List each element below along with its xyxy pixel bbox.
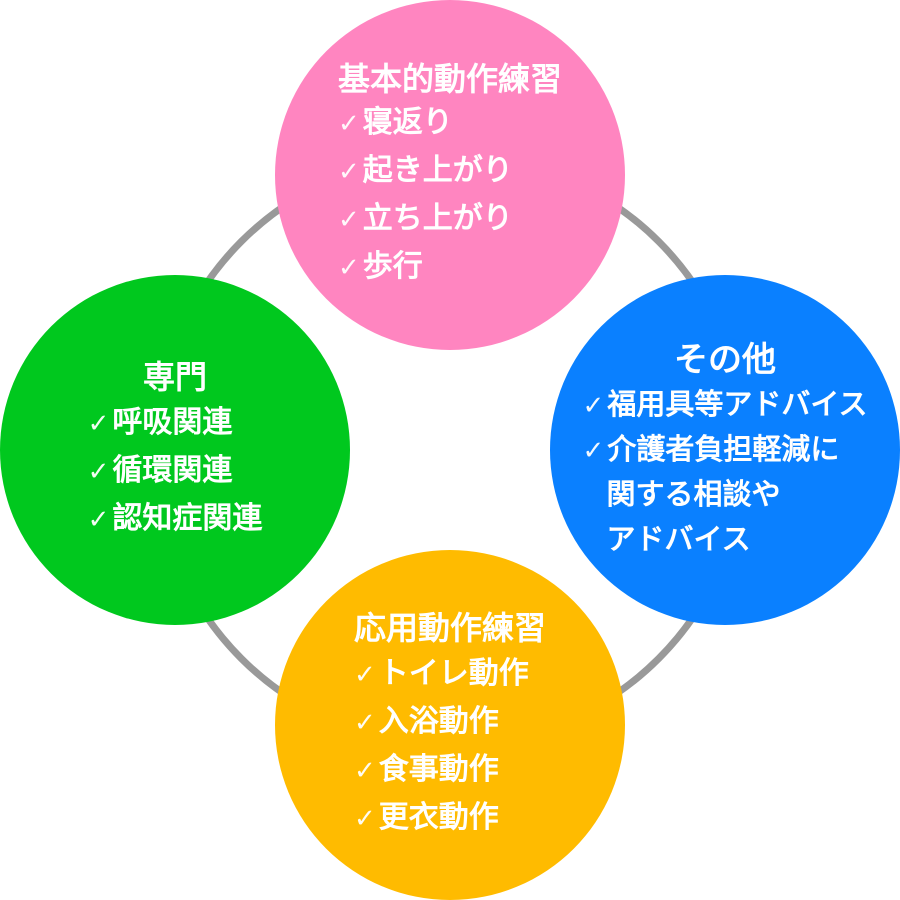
- check-icon: ✓: [337, 156, 360, 187]
- check-icon: ✓: [353, 803, 376, 834]
- item-label: 食事動作: [378, 751, 499, 787]
- item-label: 起き上がり: [362, 152, 513, 188]
- node-specialized: 専門 ✓呼吸関連 ✓循環関連 ✓認知症関連: [0, 275, 350, 625]
- list-item: ✓認知症関連: [88, 495, 263, 543]
- list-item: ✓食事動作: [354, 746, 529, 794]
- list-item: ✓福用具等アドバイス: [583, 382, 868, 427]
- check-icon: ✓: [582, 436, 605, 467]
- node-title: 基本的動作練習: [337, 60, 562, 99]
- item-label: 入浴動作: [378, 703, 499, 739]
- list-item: ✓更衣動作: [354, 794, 529, 842]
- node-other: その他 ✓福用具等アドバイス ✓介護者負担軽減に 関する相談や アドバイス: [550, 275, 900, 625]
- item-list: ✓寝返り ✓起き上がり ✓立ち上がり ✓歩行: [338, 99, 513, 291]
- check-icon: ✓: [353, 707, 376, 738]
- item-list: ✓トイレ動作 ✓入浴動作 ✓食事動作 ✓更衣動作: [354, 650, 529, 842]
- node-title: 応用動作練習: [353, 609, 546, 648]
- item-label: 更衣動作: [378, 799, 499, 835]
- item-label: 循環関連: [112, 452, 233, 488]
- item-list: ✓呼吸関連 ✓循環関連 ✓認知症関連: [88, 399, 263, 543]
- check-icon: ✓: [337, 108, 360, 139]
- node-applied-motion-practice: 応用動作練習 ✓トイレ動作 ✓入浴動作 ✓食事動作 ✓更衣動作: [275, 550, 625, 900]
- node-title: その他: [674, 340, 776, 381]
- check-icon: ✓: [87, 456, 110, 487]
- check-icon: ✓: [353, 659, 376, 690]
- item-label: 呼吸関連: [112, 404, 233, 440]
- node-title: 専門: [142, 358, 207, 397]
- list-item: ✓立ち上がり: [338, 195, 513, 243]
- list-item: ✓寝返り: [338, 99, 513, 147]
- item-continuation: 関する相談や: [606, 477, 781, 512]
- list-item: ✓歩行: [338, 243, 513, 291]
- check-icon: ✓: [87, 504, 110, 535]
- check-icon: ✓: [353, 755, 376, 786]
- node-basic-motion-practice: 基本的動作練習 ✓寝返り ✓起き上がり ✓立ち上がり ✓歩行: [275, 0, 625, 350]
- list-item: ✓起き上がり: [338, 147, 513, 195]
- item-label: 寝返り: [362, 104, 453, 140]
- list-item: ✓呼吸関連: [88, 399, 263, 447]
- list-item: ✓トイレ動作: [354, 650, 529, 698]
- item-label: 立ち上がり: [362, 200, 513, 236]
- check-icon: ✓: [87, 408, 110, 439]
- item-label: トイレ動作: [378, 655, 529, 691]
- item-continuation: アドバイス: [606, 522, 751, 557]
- list-item: ✓入浴動作: [354, 698, 529, 746]
- check-icon: ✓: [337, 204, 360, 235]
- check-icon: ✓: [337, 252, 360, 283]
- check-icon: ✓: [582, 391, 605, 422]
- item-label: 介護者負担軽減に: [607, 432, 840, 467]
- item-list: ✓福用具等アドバイス ✓介護者負担軽減に: [583, 382, 868, 472]
- item-label: 認知症関連: [112, 500, 263, 536]
- item-label: 歩行: [362, 248, 423, 284]
- list-item: ✓介護者負担軽減に: [583, 427, 868, 472]
- list-item: ✓循環関連: [88, 447, 263, 495]
- item-label: 福用具等アドバイス: [607, 387, 868, 422]
